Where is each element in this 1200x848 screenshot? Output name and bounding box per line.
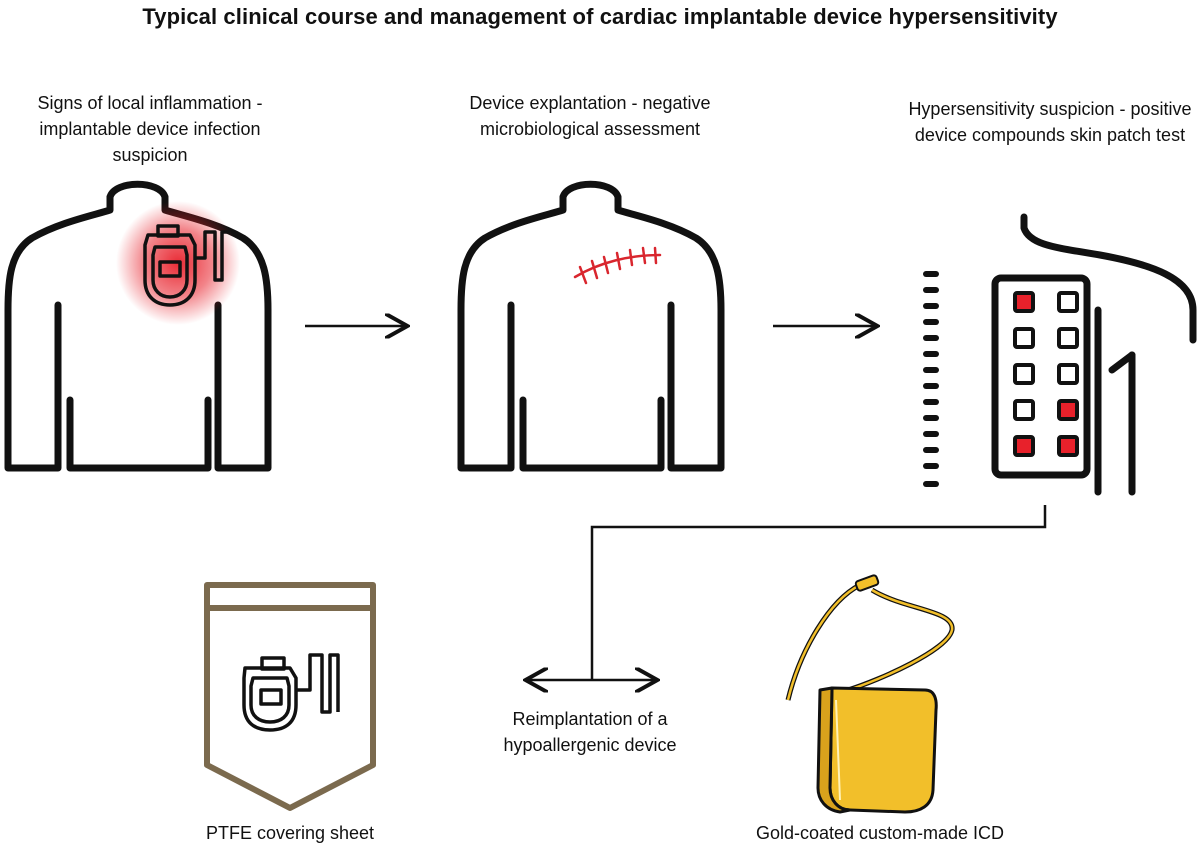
pacemaker-icon [143,224,230,307]
patch-cell-positive [1013,291,1035,313]
patch-cell-negative [1013,327,1035,349]
gold-icd-icon [785,574,955,814]
suture-scar-icon [573,246,662,285]
patch-cell-negative [1057,363,1079,385]
step-3-label: Hypersensitivity suspicion - positive de… [908,99,1192,145]
step-1-label: Signs of local inflammation - implantabl… [37,93,263,165]
reimplantation-label: Reimplantation of a hypoallergenic devic… [503,709,677,755]
diagram-title: Typical clinical course and management o… [142,4,1058,29]
patch-cell-negative [1013,399,1035,421]
patch-cell-negative [1057,291,1079,313]
patch-cell-negative [1057,327,1079,349]
pacemaker-in-pouch-icon [242,653,340,732]
ptfe-pouch-icon [204,582,376,811]
patch-cell-positive [1057,435,1079,457]
connector-line [590,505,1047,680]
patch-cell-positive [1057,399,1079,421]
patch-test-panel [991,274,1091,479]
step-2-label: Device explantation - negative microbiol… [469,93,711,139]
spine-dots-icon [923,271,939,487]
patch-cell-positive [1013,435,1035,457]
gold-icd-label: Gold-coated custom-made ICD [755,823,1005,843]
ptfe-label: PTFE covering sheet [205,823,375,843]
torso-2-icon [457,180,725,472]
patch-cell-negative [1013,363,1035,385]
back-outline-icon [1020,213,1197,496]
